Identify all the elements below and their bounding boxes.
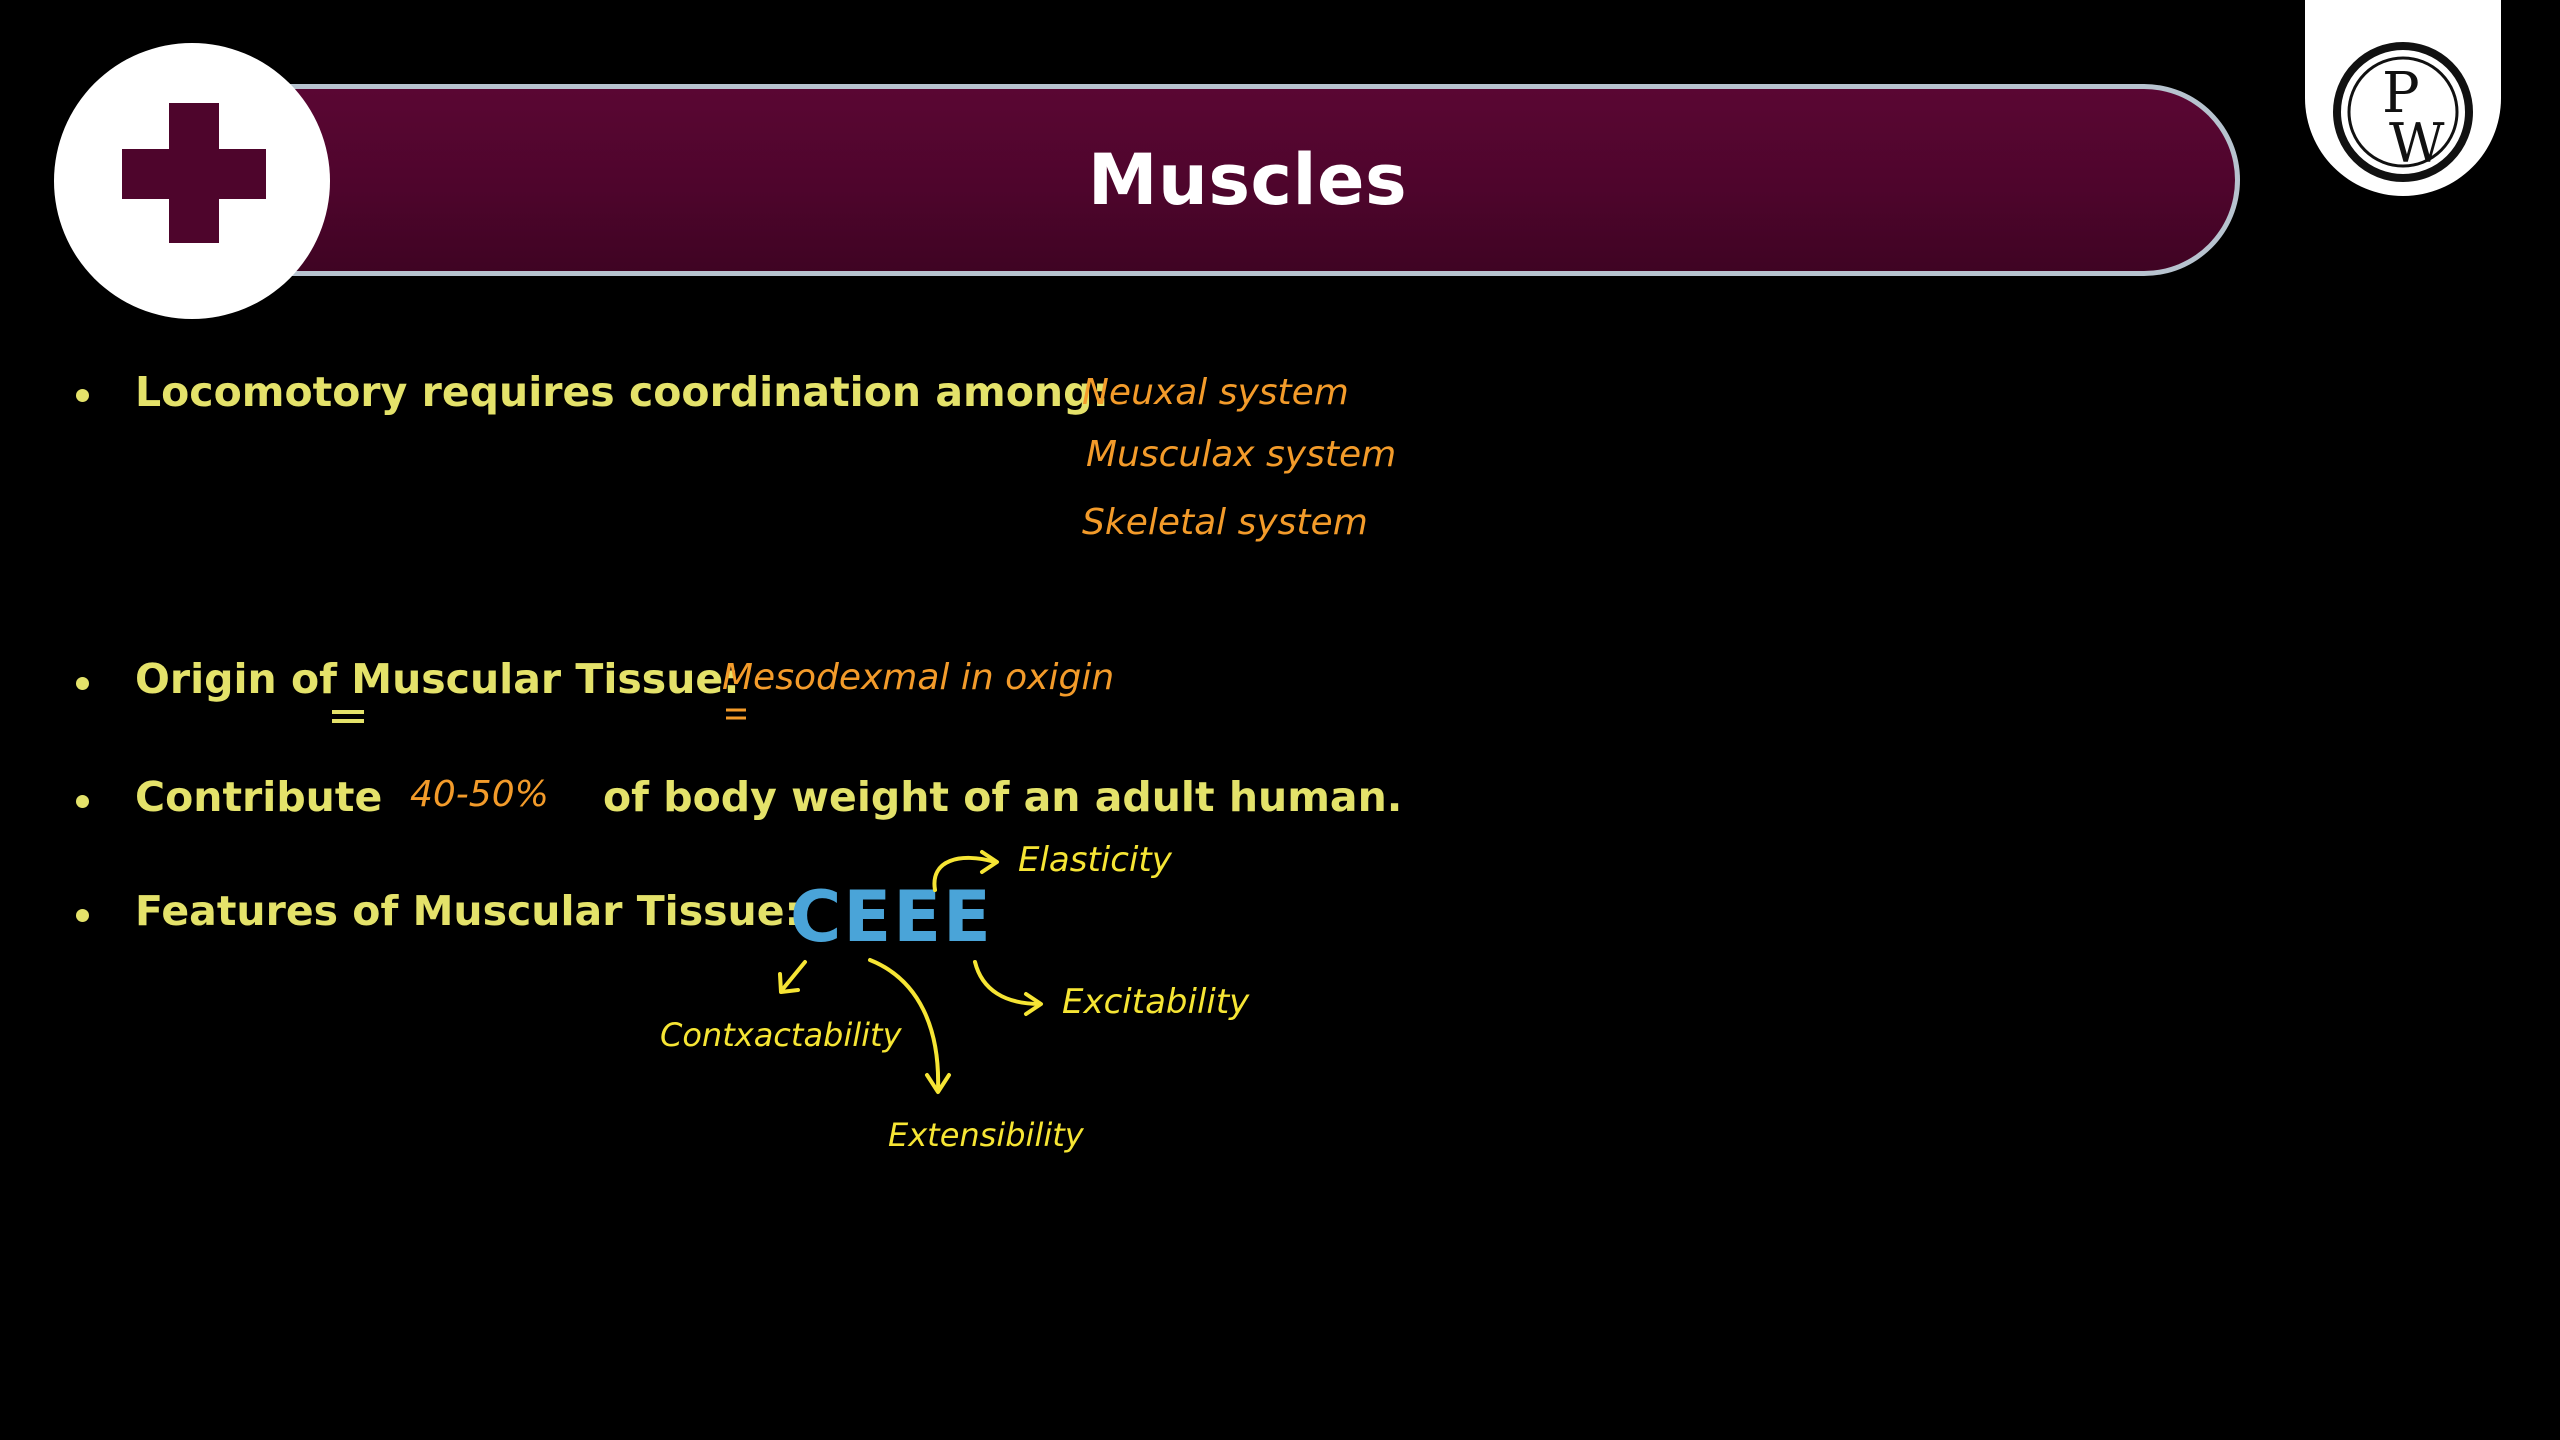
plus-badge [54,43,330,319]
origin-label: Origin of Muscular Tissue: [135,655,740,703]
feature-contractability: Contxactability [660,1016,902,1054]
feature-excitability: Excitability [1062,982,1250,1022]
underline-mark [332,710,364,723]
ceee-acronym: CEEE [790,876,993,958]
page-title: Muscles [1087,139,1408,221]
feature-extensibility: Extensibility [888,1116,1084,1154]
svg-text:W: W [2389,112,2445,175]
pw-logo: P W [2305,0,2501,196]
title-banner [255,84,2240,276]
contribute-label-after: of body weight of an adult human. [603,773,1403,821]
bullet-dot [76,677,89,690]
features-label: Features of Muscular Tissue: [135,887,801,935]
pw-logo-icon: P W [2333,42,2473,182]
bullet-dot [76,909,89,922]
note-muscular-system: Musculax system [1086,434,1397,475]
note-percentage: 40-50% [410,774,549,815]
plus-icon [122,103,266,243]
contribute-label: Contribute [135,773,383,821]
note-neural-system: Neuxal system [1082,372,1349,413]
underline-mark [726,708,746,720]
feature-elasticity: Elasticity [1018,840,1172,880]
bullet-dot [76,795,89,808]
locomotory-label: Locomotory requires coordination among: [135,368,1109,416]
note-mesodermal-origin: Mesodexmal in oxigin [722,657,1115,698]
svg-text:P: P [2382,61,2420,126]
bullet-dot [76,389,89,402]
note-skeletal-system: Skeletal system [1082,502,1368,543]
